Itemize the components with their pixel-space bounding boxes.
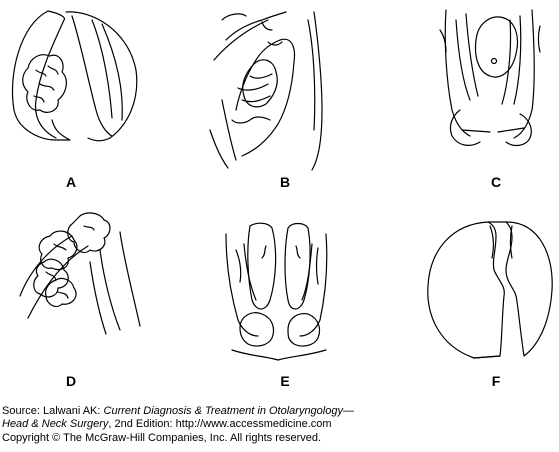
panel-f-drawing bbox=[428, 222, 552, 358]
panel-label-a: A bbox=[65, 174, 77, 190]
panel-a-drawing bbox=[12, 11, 136, 141]
caption-copyright: Copyright © The McGraw-Hill Companies, I… bbox=[2, 432, 322, 444]
caption-book-title-line2: Head & Neck Surgery bbox=[2, 418, 109, 430]
panel-label-c: C bbox=[490, 174, 502, 190]
panel-label-d: D bbox=[65, 373, 77, 389]
panel-label-f: F bbox=[491, 373, 501, 389]
panel-e-cyst-right bbox=[288, 314, 320, 346]
panel-b-drawing bbox=[210, 12, 322, 170]
panel-d-papilloma bbox=[68, 213, 110, 253]
caption-edition-suffix: , 2nd Edition: http://www.accessmedicine… bbox=[108, 418, 332, 430]
caption-source-prefix: Source: Lalwani AK: bbox=[2, 405, 104, 417]
panel-f-left-fold bbox=[428, 222, 505, 358]
panel-c-cyst bbox=[476, 17, 518, 77]
panel-f-right-fold bbox=[506, 222, 552, 356]
panel-label-e: E bbox=[280, 373, 290, 389]
caption-source-line: Source: Lalwani AK: Current Diagnosis & … bbox=[2, 404, 354, 418]
panel-e-cyst-left bbox=[240, 313, 274, 346]
panel-d-drawing bbox=[20, 213, 140, 334]
panel-e-drawing bbox=[226, 223, 327, 360]
panel-label-b: B bbox=[279, 174, 291, 190]
panel-a-lesion bbox=[23, 55, 67, 113]
panel-a-outline bbox=[12, 11, 70, 140]
caption-edition-line: Head & Neck Surgery, 2nd Edition: http:/… bbox=[2, 417, 332, 431]
caption-book-title-line1: Current Diagnosis & Treatment in Otolary… bbox=[103, 405, 354, 417]
panel-c-drawing bbox=[440, 10, 540, 145]
